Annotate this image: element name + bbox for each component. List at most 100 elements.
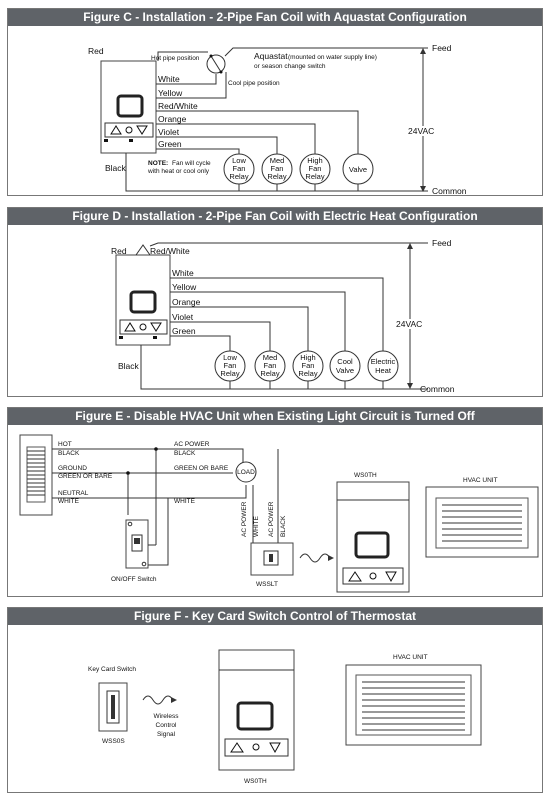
wire-label-violet: Violet — [158, 127, 180, 137]
wire-label-yellow: Yellow — [172, 282, 197, 292]
mode-icon — [252, 743, 260, 751]
wsslt-label: WSSLT — [256, 581, 278, 588]
wireless-line2: Control — [156, 722, 178, 729]
wss0s-label: WSS0S — [102, 738, 125, 745]
relay-electric-heat: Electric Heat — [367, 350, 399, 382]
note-line1: Fan will cycle — [172, 160, 211, 167]
relay-cool-valve: Cool Valve — [329, 350, 361, 382]
switch-label: ON/OFF Switch — [111, 576, 157, 583]
down-arrow-icon — [136, 125, 148, 135]
figure-d-panel: Figure D - Installation - 2-Pipe Fan Coi… — [7, 207, 543, 397]
green-bare-label-1: GREEN OR BARE — [58, 473, 113, 480]
figure-f-panel: Figure F - Key Card Switch Control of Th… — [7, 607, 543, 793]
svg-text:Relay: Relay — [267, 172, 286, 181]
svg-text:Valve: Valve — [336, 366, 354, 375]
white-label-1: WHITE — [58, 498, 80, 505]
svg-text:Relay: Relay — [305, 172, 324, 181]
wire-label-orange: Orange — [158, 114, 187, 124]
aquastat-note1: (mounted on water supply line) — [288, 54, 377, 61]
svg-text:Low: Low — [223, 353, 237, 362]
red-white-label: Red/White — [150, 246, 190, 256]
down-arrow-icon — [385, 571, 397, 583]
relay-high-fan: High Fan Relay — [299, 153, 331, 185]
common-label: Common — [420, 384, 455, 394]
svg-text:Low: Low — [232, 156, 246, 165]
red-label: Red — [88, 46, 104, 56]
figure-c-title: Figure C - Installation - 2-Pipe Fan Coi… — [8, 9, 542, 26]
thermostat-display — [129, 290, 157, 314]
hvac-label: HVAC UNIT — [393, 654, 428, 661]
wireless-line1: Wireless — [154, 713, 180, 720]
relay-med-fan: Med Fan Relay — [261, 153, 293, 185]
v-ac-power-1: AC POWER — [241, 501, 248, 537]
mode-icon — [139, 323, 147, 331]
mode-icon — [125, 126, 133, 134]
thermostat-display — [236, 701, 274, 731]
white-label-2: WHITE — [174, 498, 196, 505]
wire-label-green: Green — [158, 139, 182, 149]
svg-text:Heat: Heat — [375, 366, 392, 375]
hot-pipe-label: Hot pipe position — [151, 55, 200, 62]
svg-text:Med: Med — [270, 156, 285, 165]
down-arrow-icon — [269, 742, 281, 754]
ground-label: GROUND — [58, 465, 87, 472]
feed-label: Feed — [432, 43, 452, 53]
relay-high-fan: High Fan Relay — [292, 350, 324, 382]
figure-f-diagram: Key Card Switch WSS0S Wireless Control S… — [88, 649, 482, 785]
wire-label-orange: Orange — [172, 297, 201, 307]
wire-label-green: Green — [172, 326, 196, 336]
svg-text:Fan: Fan — [309, 164, 322, 173]
wire-label-white: White — [158, 74, 180, 84]
svg-text:Fan: Fan — [302, 361, 315, 370]
common-label: Common — [432, 186, 467, 196]
feed-label: Feed — [432, 238, 452, 248]
svg-text:High: High — [307, 156, 322, 165]
voltage-label: 24VAC — [396, 319, 422, 329]
v-white: WHITE — [253, 515, 260, 537]
svg-text:Cool: Cool — [337, 357, 353, 366]
figure-d-diagram: Red Red/White Black Feed White Yellow Or… — [111, 238, 455, 394]
svg-text:Relay: Relay — [220, 369, 239, 378]
hvac-label: HVAC UNIT — [463, 477, 498, 484]
wire-label-red-white: Red/White — [158, 101, 198, 111]
v-black: BLACK — [280, 515, 287, 537]
v-ac-power-2: AC POWER — [268, 501, 275, 537]
up-arrow-icon — [348, 571, 362, 582]
svg-text:Fan: Fan — [264, 361, 277, 370]
svg-text:Fan: Fan — [233, 164, 246, 173]
relay-low-fan: Low Fan Relay — [214, 350, 246, 382]
up-arrow-icon — [124, 322, 136, 332]
mode-icon — [369, 572, 377, 580]
svg-text:Fan: Fan — [271, 164, 284, 173]
figure-f-title: Figure F - Key Card Switch Control of Th… — [8, 608, 542, 625]
figure-e-panel: Figure E - Disable HVAC Unit when Existi… — [7, 407, 543, 597]
svg-text:Fan: Fan — [224, 361, 237, 370]
red-label: Red — [111, 246, 127, 256]
wireless-line3: Signal — [157, 731, 176, 738]
wire-label-yellow: Yellow — [158, 88, 183, 98]
figure-d-title: Figure D - Installation - 2-Pipe Fan Coi… — [8, 208, 542, 225]
wire-label-white: White — [172, 268, 194, 278]
green-bare-label-2: GREEN OR BARE — [174, 465, 229, 472]
relay-low-fan: Low Fan Relay — [223, 153, 255, 185]
figure-c-panel: Figure C - Installation - 2-Pipe Fan Coi… — [7, 8, 543, 196]
key-card-label: Key Card Switch — [88, 666, 136, 673]
button-strip — [104, 122, 154, 138]
ac-power-label: AC POWER — [174, 441, 210, 448]
svg-text:Valve: Valve — [349, 165, 367, 174]
figure-c-diagram: Red Black Hot pipe position Cool pipe po… — [88, 43, 467, 196]
up-arrow-icon — [230, 742, 244, 753]
relay-med-fan: Med Fan Relay — [254, 350, 286, 382]
wire-label-violet: Violet — [172, 312, 194, 322]
down-arrow-icon — [150, 322, 162, 332]
aquastat-note2: or season change switch — [254, 63, 326, 70]
black-label: Black — [105, 163, 127, 173]
svg-text:Electric: Electric — [371, 357, 396, 366]
cool-pipe-label: Cool pipe position — [228, 80, 280, 87]
voltage-label: 24VAC — [408, 126, 434, 136]
relay-valve: Valve — [342, 153, 374, 185]
load-label: LOAD — [237, 469, 255, 476]
note-bold: NOTE: — [148, 160, 168, 167]
ws0th-label: WS0TH — [244, 778, 267, 785]
ws0th-label: WS0TH — [354, 472, 377, 479]
